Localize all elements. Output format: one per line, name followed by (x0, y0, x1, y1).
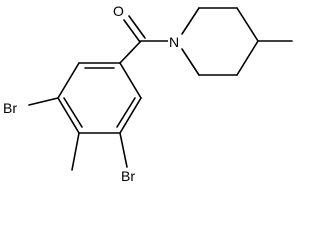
molecule-structure-diagram: O N Br Br (2, 3, 293, 184)
bromine-right-atom-label: Br (121, 168, 135, 184)
bond-ring-c3-c4-inner (63, 97, 83, 128)
bond-ring-c2-c3 (57, 62, 80, 99)
bond-carbonyl-double-a (123, 19, 141, 43)
bond-ring-to-bromine-right (119, 132, 128, 168)
bromine-left-atom-label: Br (3, 100, 17, 116)
bond-pip-c3-c4 (236, 7, 259, 42)
nitrogen-label-bg (168, 34, 181, 49)
nitrogen-atom-label: N (169, 34, 179, 50)
bond-ring-c5-c6-inner (116, 97, 136, 128)
bromine-right-label-bg (120, 168, 146, 184)
bond-ring-c6-c1 (119, 62, 142, 99)
bond-ring-c5-c6 (119, 97, 142, 134)
bond-ring-to-methyl (71, 132, 80, 171)
bond-carbonyl-double-b (128, 15, 146, 39)
bond-pip-c4-c5 (236, 40, 259, 76)
bond-pip-n-c2 (181, 7, 200, 35)
benzene-ring (57, 62, 142, 134)
oxygen-label-bg (113, 3, 127, 19)
bond-ring-to-bromine-left (28, 97, 59, 106)
piperidine-ring (181, 7, 259, 76)
bond-pip-c6-n (181, 48, 200, 76)
bond-ring-to-carbonyl-carbon (119, 40, 142, 64)
bond-ring-c3-c4 (57, 97, 80, 134)
bromine-left-label-bg (2, 100, 28, 116)
oxygen-atom-label: O (113, 3, 124, 19)
